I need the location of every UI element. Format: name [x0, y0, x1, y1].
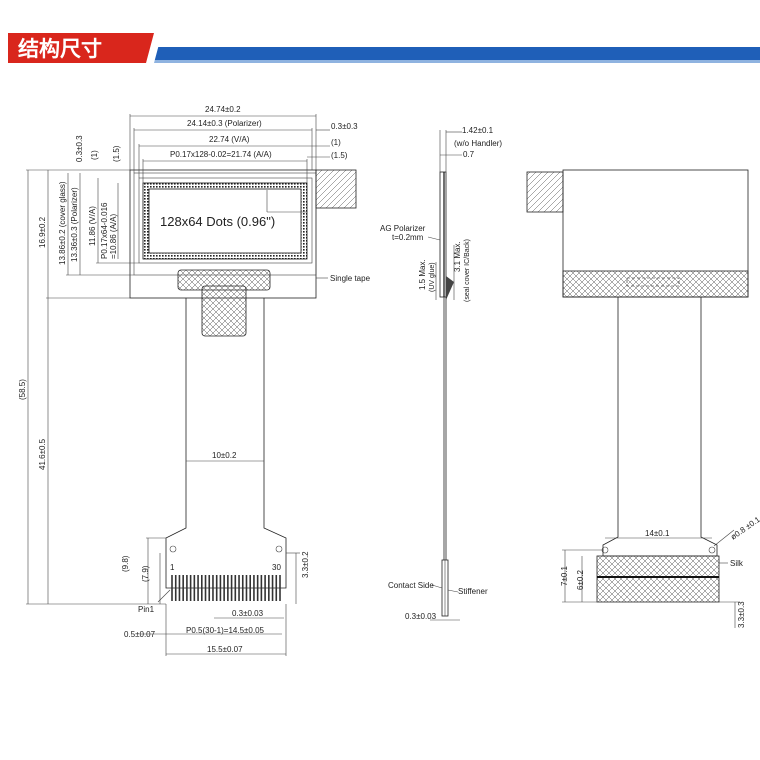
dim-overall-width: 24.74±0.2	[205, 105, 241, 114]
dim-va-width: 22.74 (V/A)	[209, 135, 250, 144]
dim-tail-width: 10±0.2	[212, 451, 237, 460]
back-stiffener	[596, 555, 720, 603]
back-edge-tab	[526, 171, 564, 213]
dim-one-five-right: (1.5)	[331, 151, 348, 160]
dim-cover-glass: 13.86±0.2 (cover glass)	[58, 181, 67, 265]
section-header: 结构尺寸	[8, 33, 760, 63]
single-tape-label: Single tape	[330, 274, 371, 283]
dim-3-3-back: 3.3±0.3	[737, 601, 746, 628]
back-tape	[562, 270, 749, 298]
dim-7: 7±0.1	[560, 565, 569, 586]
dim-0-3-side: 0.3±0.03	[405, 612, 437, 621]
contact-pins	[171, 575, 281, 601]
dim-right-offset: 0.3±0.3	[331, 122, 358, 131]
dim-15-5: 15.5±0.07	[207, 645, 243, 654]
dim-tail-length: 41.6±0.5	[38, 438, 47, 470]
hole-dim: ø0.8 ±0.1	[729, 515, 760, 542]
dim-top-offset: 0.3±0.3	[75, 135, 84, 162]
dim-one-top: (1)	[90, 150, 99, 160]
edge-tab	[315, 169, 357, 209]
dim-aa-height-2: =10.86 (A/A)	[109, 214, 118, 259]
dim-aa-height-1: P0.17x64-0.016	[100, 202, 109, 259]
dim-3-3: 3.3±0.2	[301, 551, 310, 578]
silk-label: Silk	[730, 559, 744, 568]
contact-side-label: Contact Side	[388, 581, 434, 590]
dim-0-5: 0.5±0.07	[124, 630, 156, 639]
pin-number-first: 1	[170, 563, 175, 572]
dim-handler-note: (w/o Handler)	[454, 139, 502, 148]
seal-max-label: 3.1 Max.	[453, 241, 462, 272]
pin1-label: Pin1	[138, 605, 155, 614]
dim-9-8: (9.8)	[121, 555, 130, 572]
driver-ic	[201, 285, 247, 337]
front-view: 128x64 Dots (0.96") Single tape 1 30 10±…	[18, 105, 371, 656]
dim-7-9: (7.9)	[141, 565, 150, 582]
dim-6: 6±0.2	[576, 569, 585, 590]
dim-one-right: (1)	[331, 138, 341, 147]
dim-polarizer-height: 13.36±0.3 (Polarizer)	[70, 187, 79, 262]
dim-0-3-pin: 0.3±0.03	[232, 609, 264, 618]
dim-overall-height: 16.9±0.2	[38, 216, 47, 248]
dim-va-height: 11.86 (V/A)	[88, 206, 97, 246]
uv-glue	[446, 276, 454, 300]
dim-one-five-top: (1.5)	[112, 145, 121, 162]
dim-0-7: 0.7	[463, 150, 475, 159]
back-view: 14±0.1 ø0.8 ±0.1 Silk 7±0.1 6±0.2 3.3±0.…	[526, 169, 760, 628]
ag-polarizer-thickness: t=0.2mm	[392, 233, 424, 242]
dim-aa-width: P0.17x128-0.02=21.74 (A/A)	[170, 150, 272, 159]
ag-polarizer-label: AG Polarizer	[380, 224, 426, 233]
seal-cover-label: (seal cover IC/Back)	[464, 239, 471, 302]
panel-resolution-text: 128x64 Dots (0.96")	[160, 214, 275, 229]
dim-thickness: 1.42±0.1	[462, 126, 494, 135]
uv-glue-label: (UV glue)	[429, 262, 436, 292]
dim-14: 14±0.1	[645, 529, 670, 538]
dim-total-length: (58.5)	[18, 379, 27, 400]
dim-pitch: P0.5(30-1)=14.5±0.05	[186, 626, 265, 635]
stiffener-label: Stiffener	[458, 587, 488, 596]
uv-max-label: 1.5 Max.	[418, 259, 427, 290]
section-title: 结构尺寸	[18, 37, 102, 61]
pin-number-last: 30	[272, 563, 281, 572]
dim-polarizer-width: 24.14±0.3 (Polarizer)	[187, 119, 262, 128]
side-view: 1.42±0.1 (w/o Handler) 0.7 AG Polarizer …	[380, 126, 502, 621]
